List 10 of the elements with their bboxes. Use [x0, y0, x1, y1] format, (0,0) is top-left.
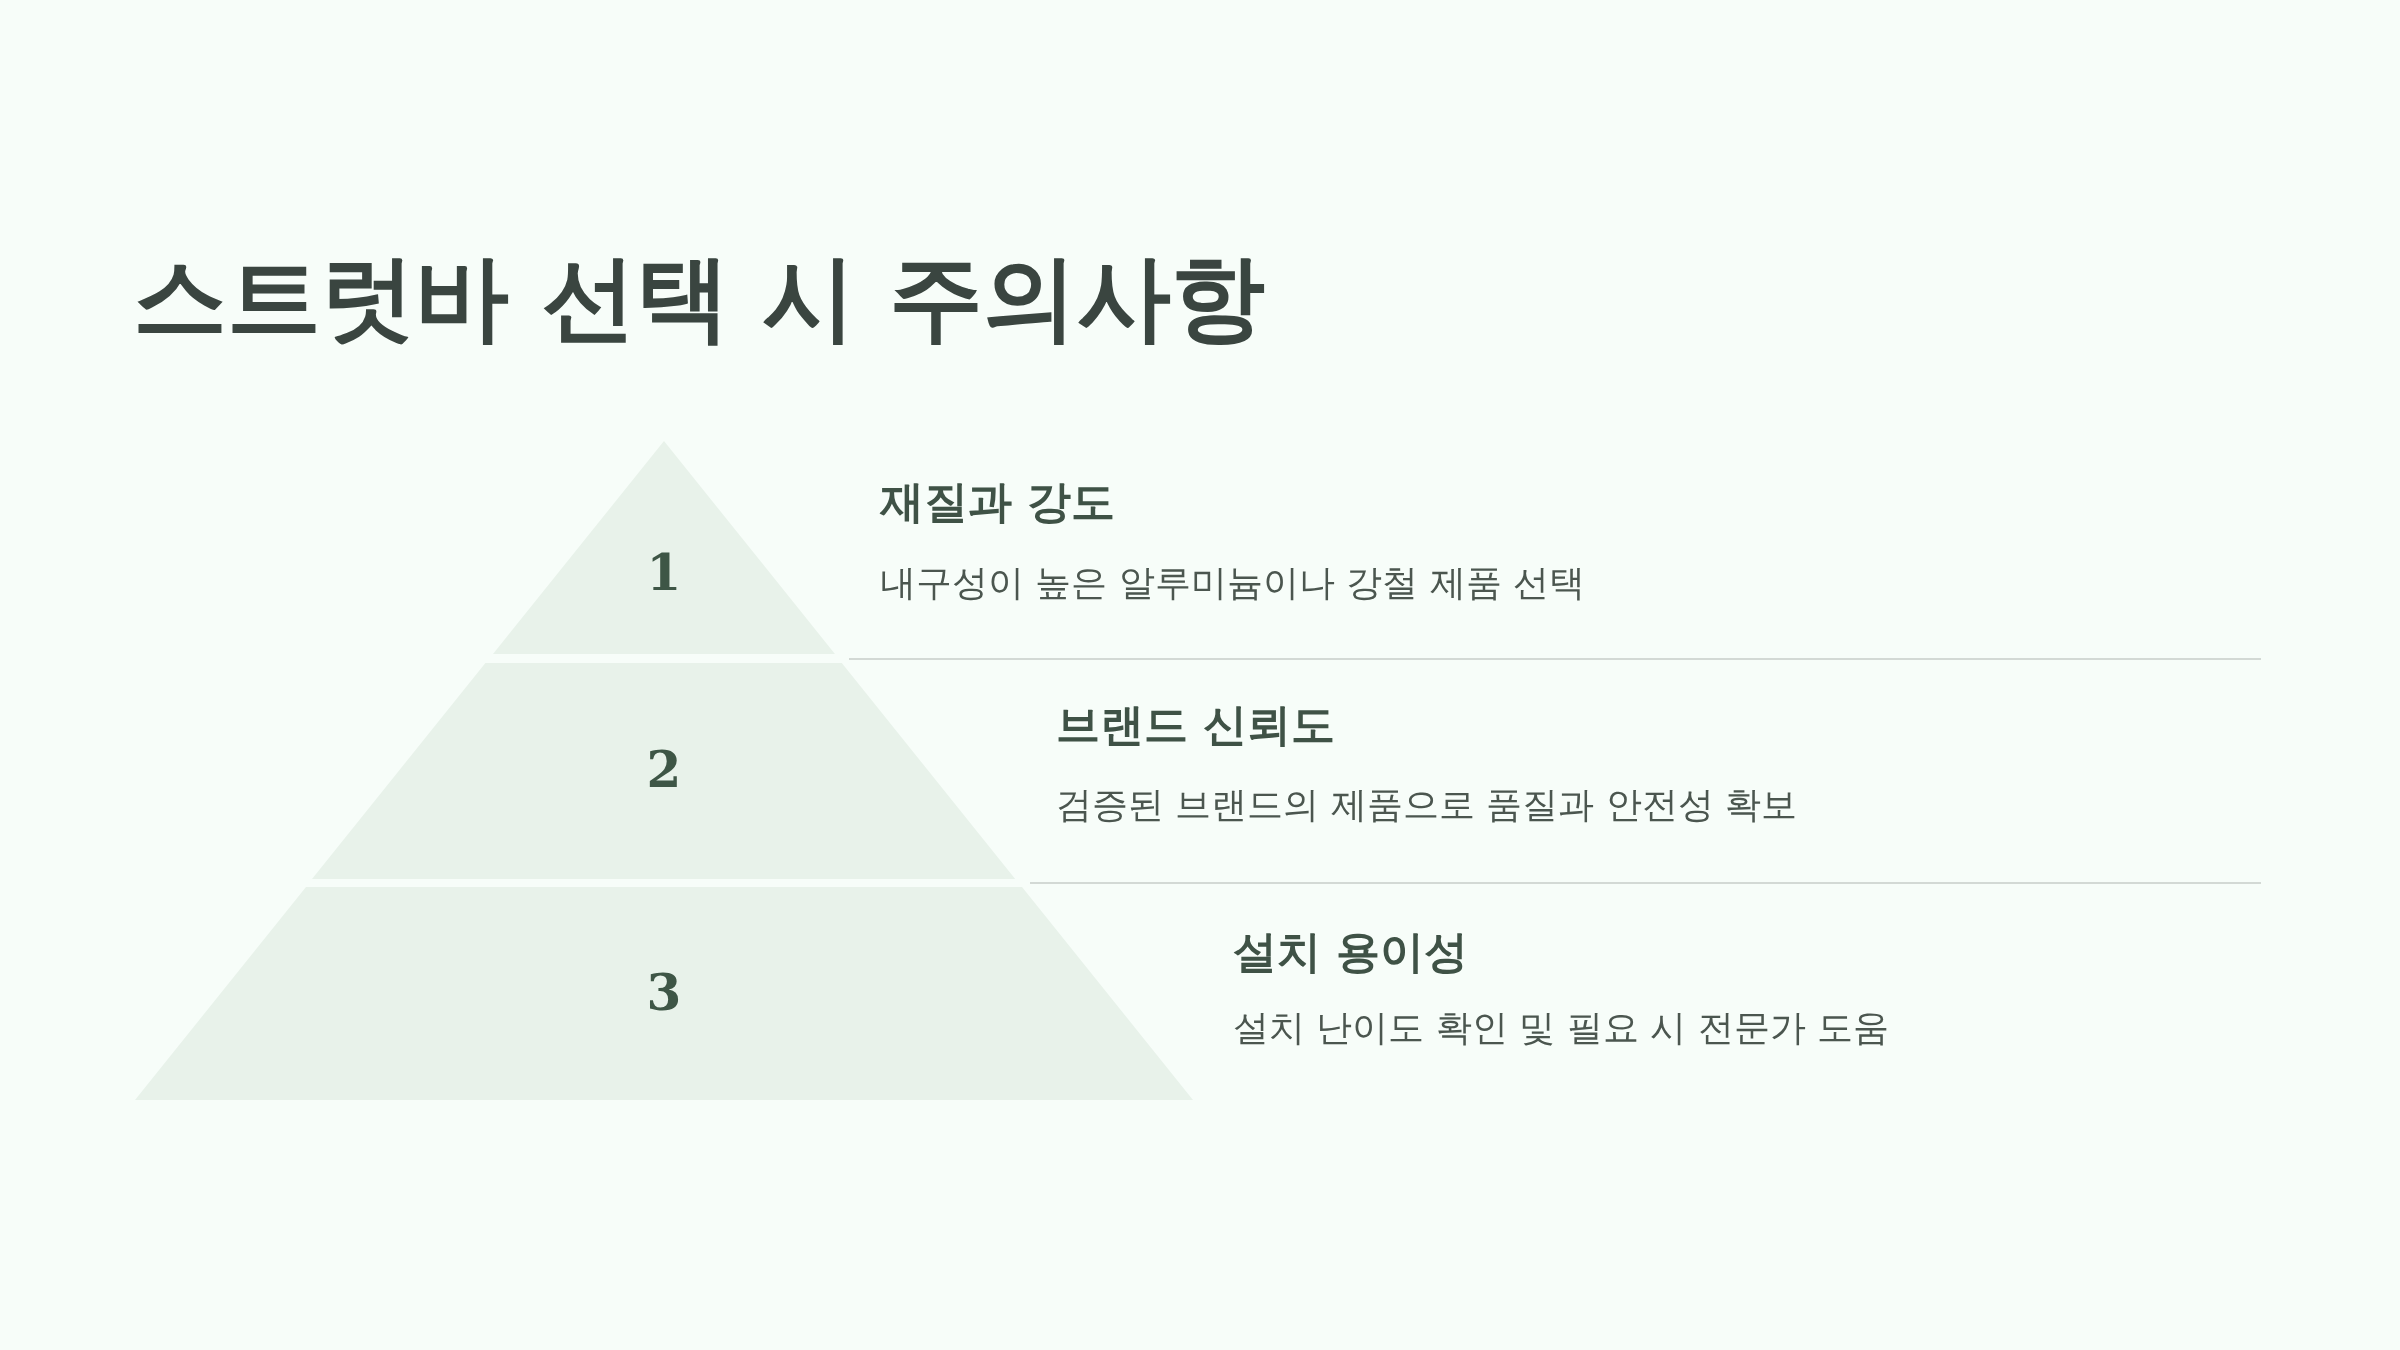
tier-number: 2 [646, 741, 682, 799]
slide-title: 스트럿바 선택 시 주의사항 [133, 241, 1266, 354]
tier-description: 설치 난이도 확인 및 필요 시 전문가 도움 [1233, 1006, 1890, 1050]
tier-heading: 설치 용이성 [1233, 925, 1469, 979]
tier-number: 3 [646, 964, 682, 1022]
tier-heading: 재질과 강도 [880, 475, 1116, 529]
tier-description: 내구성이 높은 알루미늄이나 강철 제품 선택 [880, 561, 1586, 605]
tier-heading: 브랜드 신뢰도 [1056, 698, 1336, 752]
tier-number: 1 [646, 544, 682, 602]
tier-description: 검증된 브랜드의 제품으로 품질과 안전성 확보 [1056, 783, 1798, 827]
